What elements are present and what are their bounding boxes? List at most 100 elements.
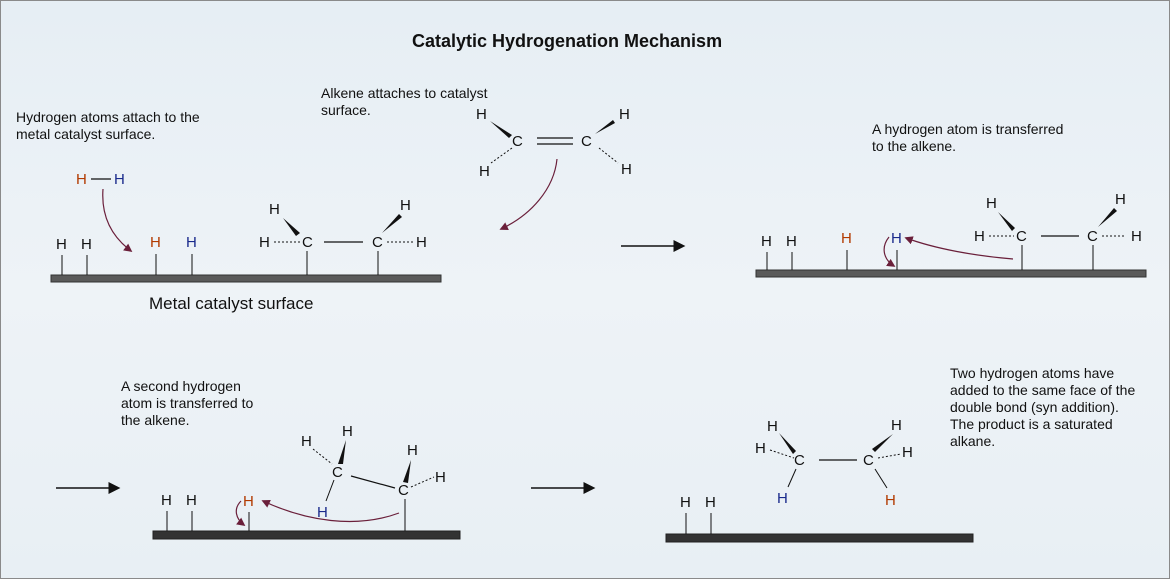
hash-bond [877,453,902,459]
note-step1-line: Hydrogen atoms attach to the [16,109,200,125]
atom-hydrogen: H [891,417,902,434]
catalyst-surface-1 [50,274,442,283]
surface-hydrogen-red: H [150,234,161,251]
atom-carbon: C [1016,228,1027,245]
note-step2-line: Alkene attaches to catalyst [321,85,488,101]
ch-bond [874,468,888,489]
h2-hydrogen-blue: H [114,171,125,188]
surface-hydrogen: H [186,492,197,509]
atom-hydrogen: H [259,234,270,251]
atom-hydrogen: H [619,106,630,123]
note-step5-line: added to the same face of the [950,382,1136,398]
note-step2: Alkene attaches to catalyst surface. [321,85,488,119]
note-step3: A hydrogen atom is transferred to the al… [872,121,1063,155]
note-step4-line: atom is transferred to [121,395,254,411]
surface-hydrogen: H [761,233,772,250]
surface-hydrogen: H [786,233,797,250]
atom-hydrogen: H [755,440,766,457]
catalyst-surface-2 [755,269,1147,278]
atom-carbon: C [512,133,523,150]
surface-hydrogen: H [680,494,691,511]
wedge-bond [595,120,615,134]
note-step4-line: A second hydrogen [121,378,241,394]
wedge-bond [283,218,300,236]
atom-hydrogen: H [301,433,312,450]
note-step2-line: surface. [321,102,371,118]
atom-hydrogen: H [435,469,446,486]
hash-bond [598,147,619,164]
ch-bond [787,468,797,488]
atom-hydrogen-blue: H [317,504,328,521]
atom-carbon: C [863,452,874,469]
surface-hydrogen-blue: H [891,230,902,247]
note-step5-line: The product is a saturated [950,416,1113,432]
transfer-arrow [883,236,896,267]
note-step5-line: Two hydrogen atoms have [950,365,1115,381]
hash-bond [410,476,435,488]
atom-carbon: C [794,452,805,469]
note-step1: Hydrogen atoms attach to the metal catal… [16,109,200,143]
adsorption-arrow [102,188,133,253]
wedge-bond [872,434,893,452]
hash-bond [490,147,513,164]
surface-hydrogen-blue: H [186,234,197,251]
wedge-bond [403,460,411,483]
transfer-arrow [235,500,246,527]
transfer-arrow [904,236,1014,260]
catalyst-surface-3 [152,530,461,540]
atom-hydrogen: H [407,442,418,459]
h2-hydrogen-red: H [76,171,87,188]
atom-carbon: C [332,464,343,481]
hash-bond [312,448,333,465]
atom-hydrogen: H [986,195,997,212]
adsorption-arrow [499,158,558,230]
wedge-bond [490,121,512,138]
atom-hydrogen-blue: H [777,490,788,507]
note-step5-line: double bond (syn addition). [950,399,1119,415]
atom-hydrogen: H [476,106,487,123]
atom-hydrogen: H [400,197,411,214]
diagram-title: Catalytic Hydrogenation Mechanism [412,31,723,51]
atom-hydrogen: H [342,423,353,440]
surface-hydrogen: H [161,492,172,509]
atom-carbon: C [302,234,313,251]
atom-hydrogen: H [902,444,913,461]
surface-caption: Metal catalyst surface [149,294,314,313]
atom-hydrogen: H [1131,228,1142,245]
wedge-bond [338,440,346,464]
note-step4: A second hydrogen atom is transferred to… [121,378,253,429]
atom-carbon: C [398,482,409,499]
atom-hydrogen: H [767,418,778,435]
atom-hydrogen-red: H [885,492,896,509]
atom-hydrogen: H [416,234,427,251]
wedge-bond [779,433,796,454]
wedge-bond [998,212,1015,231]
note-step4-line: the alkene. [121,412,190,428]
note-step1-line: metal catalyst surface. [16,126,156,142]
atom-hydrogen: H [621,161,632,178]
ch-bond [325,479,335,502]
note-step5-line: alkane. [950,433,996,449]
surface-hydrogen-red: H [243,493,254,510]
surface-hydrogen: H [705,494,716,511]
note-step3-line: to the alkene. [872,138,957,154]
surface-hydrogen: H [81,236,92,253]
note-step5: Two hydrogen atoms have added to the sam… [950,365,1135,450]
surface-hydrogen: H [56,236,67,253]
hash-bond [769,449,795,459]
atom-carbon: C [1087,228,1098,245]
atom-carbon: C [372,234,383,251]
atom-hydrogen: H [974,228,985,245]
atom-hydrogen: H [269,201,280,218]
transfer-arrow [261,500,400,523]
note-step3-line: A hydrogen atom is transferred [872,121,1064,137]
wedge-bond [382,214,402,233]
catalyst-surface-4 [665,533,974,543]
cc-bond [350,475,396,489]
surface-hydrogen-red: H [841,230,852,247]
wedge-bond [1098,208,1117,227]
atom-hydrogen: H [1115,191,1126,208]
atom-carbon: C [581,133,592,150]
